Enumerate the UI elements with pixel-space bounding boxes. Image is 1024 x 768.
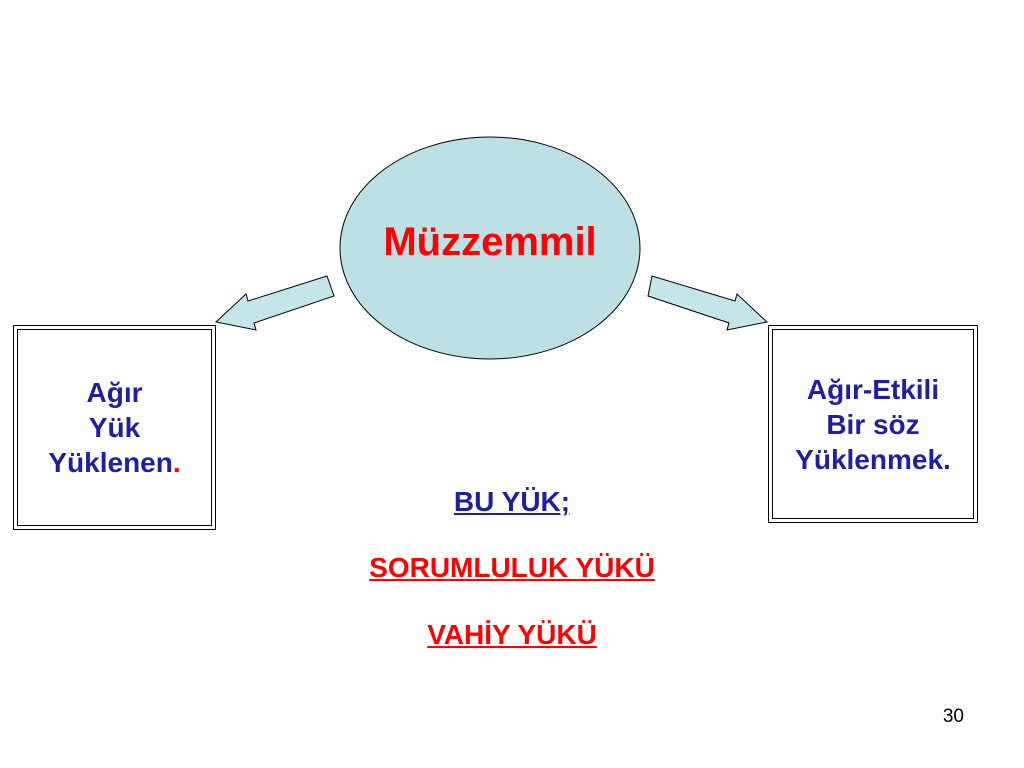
right-box: Ağır-Etkili Bir söz Yüklenmek. — [768, 325, 978, 523]
center-title: Müzzemmil — [383, 220, 597, 264]
right-box-line-2: Bir söz — [826, 408, 920, 440]
left-arrow — [214, 275, 335, 331]
right-box-line-3: Yüklenmek. — [795, 443, 951, 475]
page-number: 30 — [942, 706, 964, 727]
center-ellipse — [339, 136, 641, 360]
right-box-line-1: Ağır-Etkili — [806, 373, 940, 405]
right-arrow — [647, 275, 769, 331]
left-box-line-3: Yüklenen. — [48, 445, 180, 480]
center-text-line-3: VAHİY YÜKÜ — [427, 619, 597, 650]
center-text-line-2: SORUMLULUK YÜKÜ — [369, 552, 655, 583]
left-box-line-1: Ağır — [86, 377, 143, 408]
left-box-line-2: Yük — [88, 412, 141, 443]
left-box-red-dot: . — [172, 447, 181, 478]
left-box-line-3-text: Yüklenen — [48, 447, 173, 478]
center-text-line-1: BU YÜK; — [453, 486, 571, 517]
left-box: Ağır Yük Yüklenen. — [13, 325, 216, 530]
